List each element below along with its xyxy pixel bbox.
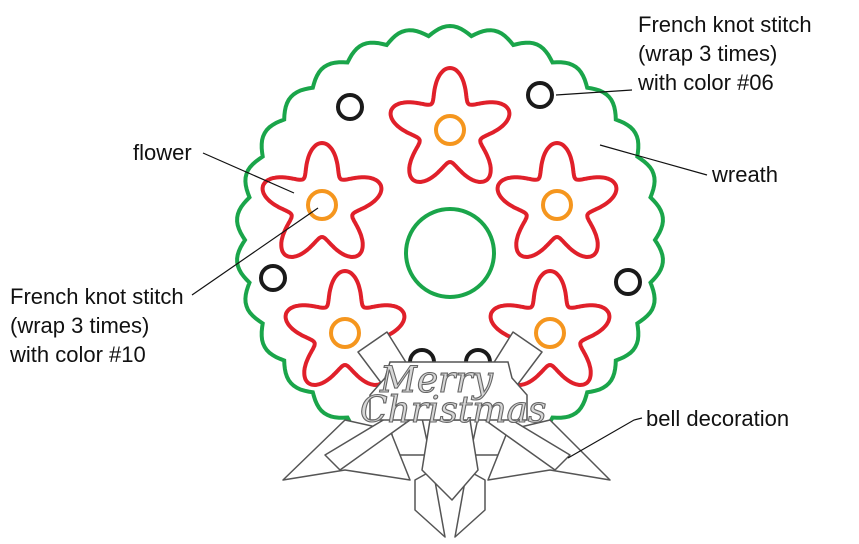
flower-2	[263, 143, 382, 257]
flower-1	[391, 68, 510, 182]
banner-text-christmas: Christmas	[360, 390, 546, 431]
label-flower: flower	[133, 140, 192, 165]
label-knot-top-2: (wrap 3 times)	[638, 41, 777, 66]
label-knot-top-3: with color #06	[637, 70, 774, 95]
wreath-inner-ring	[406, 209, 494, 297]
label-knot-left-2: (wrap 3 times)	[10, 313, 149, 338]
black-knot-3	[261, 266, 285, 290]
flower-group	[263, 68, 617, 385]
black-knot-4	[616, 270, 640, 294]
label-knot-left-3: with color #10	[9, 342, 146, 367]
label-knot-left-1: French knot stitch	[10, 284, 184, 309]
leader-flower	[203, 153, 294, 193]
leader-bell	[568, 418, 642, 458]
label-knot-top-1: French knot stitch	[638, 12, 812, 37]
black-knot-2	[528, 83, 552, 107]
black-knot-1	[338, 95, 362, 119]
label-wreath: wreath	[711, 162, 778, 187]
flower-3	[498, 143, 617, 257]
label-bell: bell decoration	[646, 406, 789, 431]
